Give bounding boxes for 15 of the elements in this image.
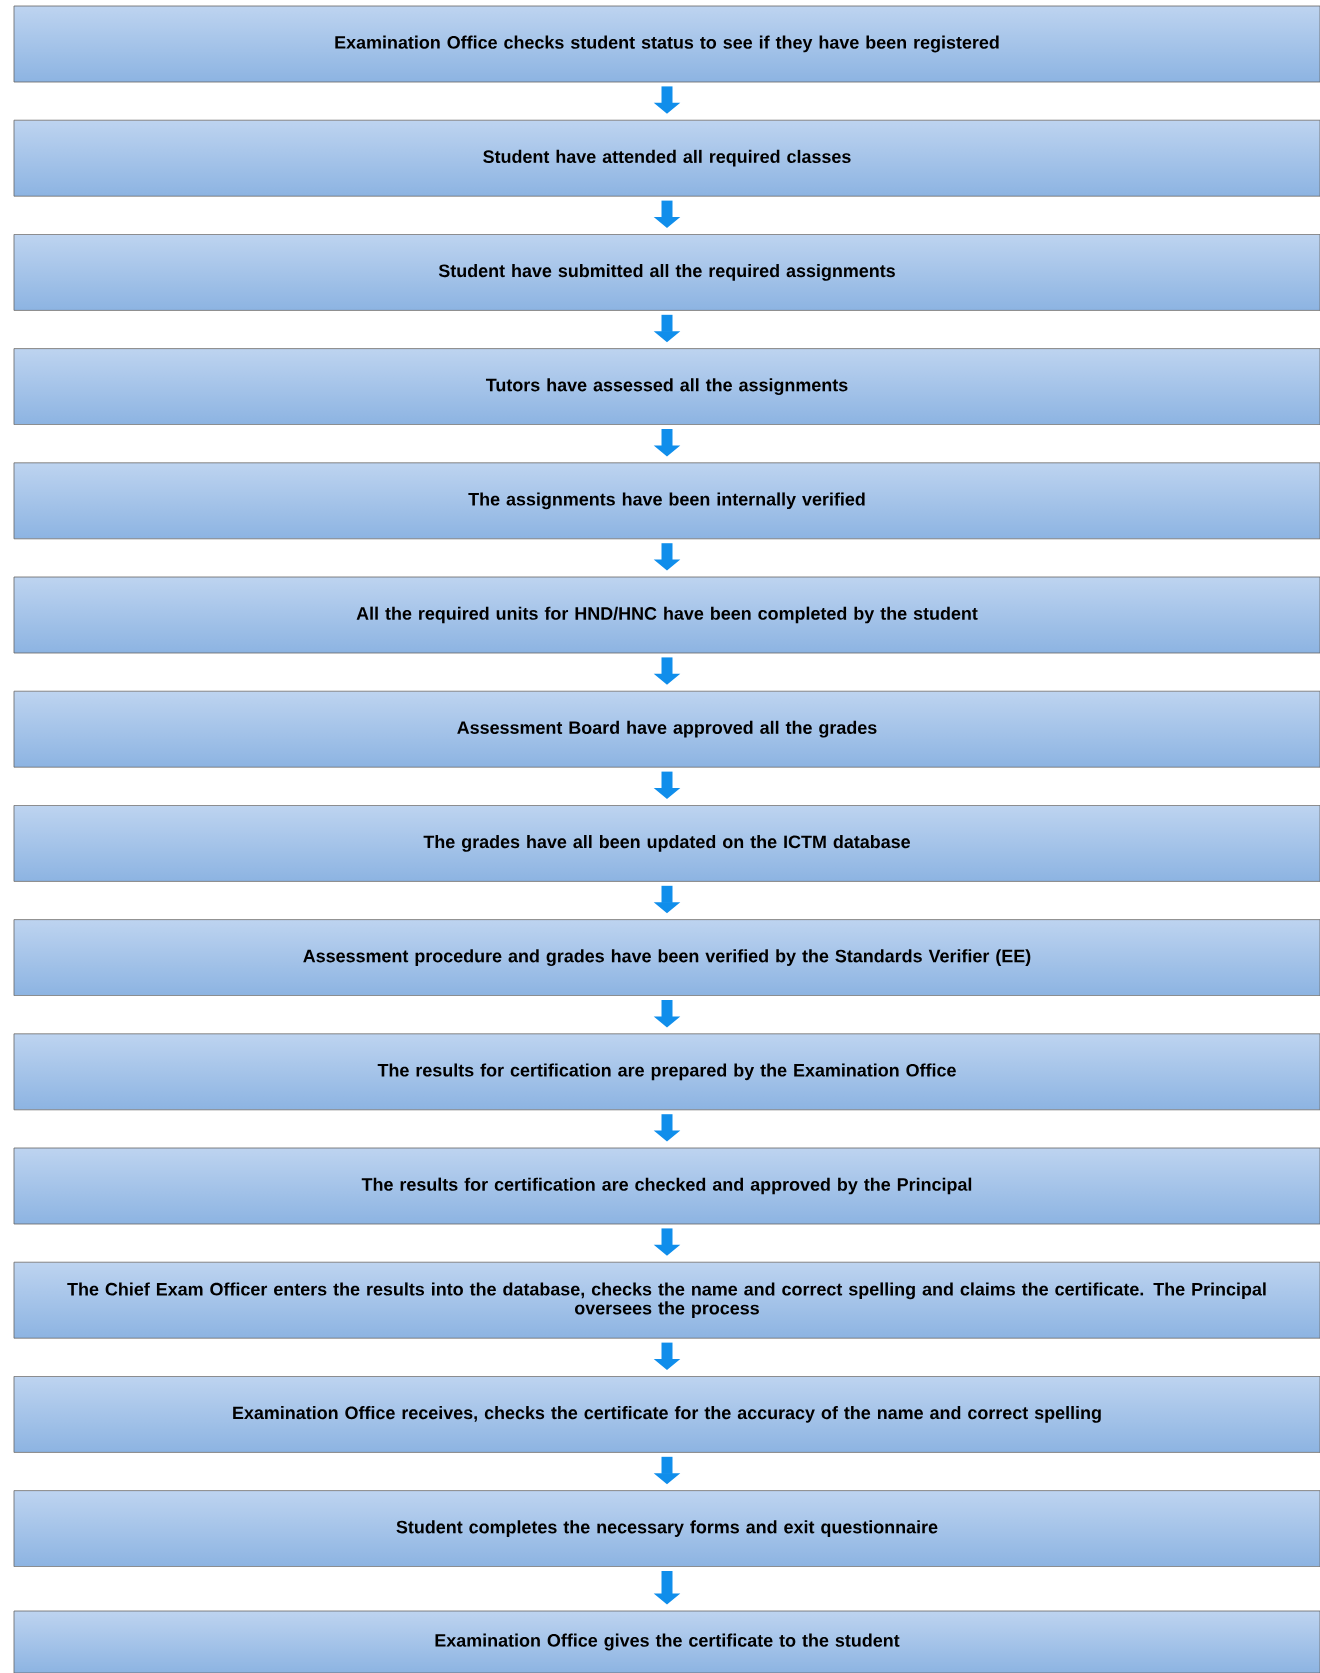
process-box: Student have submitted all the required assignments (13, 234, 1320, 311)
process-box: The grades have all been updated on the ICTM database (13, 805, 1320, 882)
process-box: All the required units for HND/HNC have been completed by the student (13, 576, 1320, 654)
process-box: Examination Office checks student status to see if they have been registered (13, 5, 1320, 83)
process-box: Examination Office receives, checks the certificate for the accuracy of the name and correct spelling (13, 1376, 1320, 1453)
process-box: The results for certification are checked and approved by the Principal (13, 1147, 1320, 1225)
process-box: The Chief Exam Officer enters the results into the database, checks the name and correct spelling and claims the certificate. The Principal oversees the process (13, 1261, 1320, 1339)
process-box: The assignments have been internally verified (13, 462, 1320, 540)
process-box: Student have attended all required classes (13, 119, 1320, 197)
process-box: Examination Office gives the certificate to the student (13, 1610, 1320, 1673)
process-box: The results for certification are prepared by the Examination Office (13, 1033, 1320, 1111)
process-box: Assessment procedure and grades have been verified by the Standards Verifier (EE) (13, 919, 1320, 996)
process-box: Assessment Board have approved all the grades (13, 690, 1320, 768)
process-box: Tutors have assessed all the assignments (13, 348, 1320, 425)
process-box: Student completes the necessary forms and exit questionnaire (13, 1490, 1320, 1567)
